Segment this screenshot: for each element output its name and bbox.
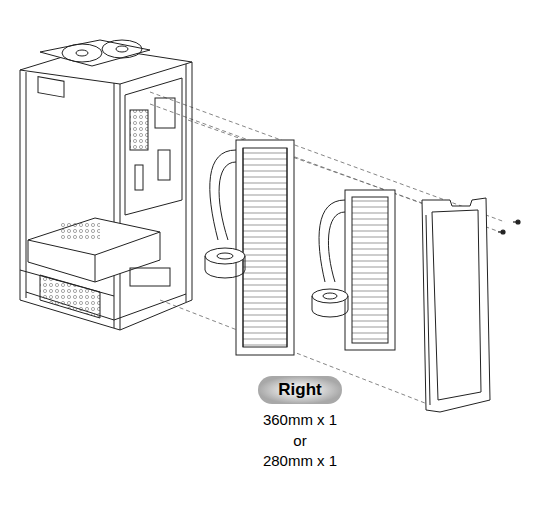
title-pill: Right (258, 376, 342, 404)
size-note: 280mm x 1 (263, 452, 337, 470)
size-note: 360mm x 1 (263, 411, 337, 429)
size-note: or (293, 432, 306, 450)
heading-text: Right (278, 380, 321, 400)
